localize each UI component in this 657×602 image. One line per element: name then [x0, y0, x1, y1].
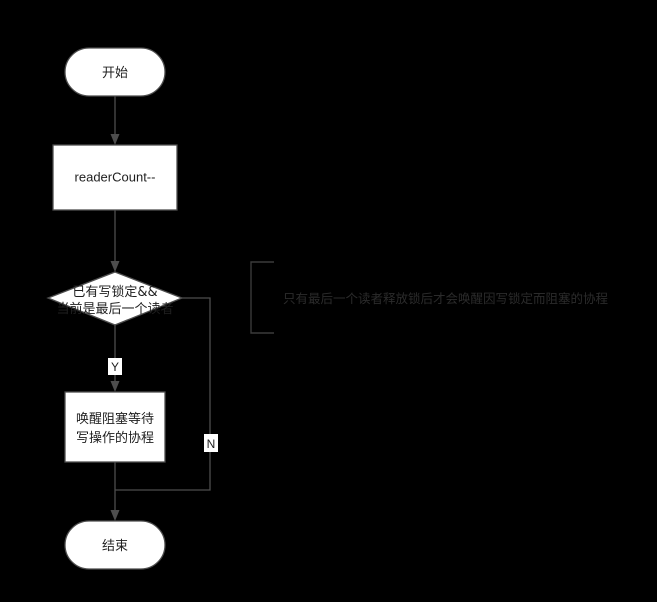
edge-label-yes-text: Y: [111, 360, 119, 374]
node-start-label: 开始: [102, 66, 128, 81]
node-wake[interactable]: 唤醒阻塞等待 写操作的协程: [64, 391, 166, 463]
node-start[interactable]: 开始: [64, 47, 166, 97]
node-wake-label-line2: 写操作的协程: [76, 430, 154, 446]
node-decision[interactable]: 已有写锁定&& 当前是最后一个读者: [46, 271, 184, 326]
node-decrement[interactable]: readerCount--: [52, 144, 178, 211]
edge-label-no: N: [204, 434, 218, 452]
edge-label-no-text: N: [207, 437, 216, 451]
node-end-label: 结束: [102, 539, 128, 554]
node-decrement-label: readerCount--: [75, 169, 156, 184]
node-decision-label-line2: 当前是最后一个读者: [56, 301, 173, 317]
edge-decrement-to-decision: [110, 210, 120, 272]
node-end[interactable]: 结束: [64, 520, 166, 570]
node-wake-label-line1: 唤醒阻塞等待: [76, 411, 154, 427]
annotation-text: 只有最后一个读者释放锁后才会唤醒因写锁定而阻塞的协程: [283, 291, 609, 306]
annotation-group: 只有最后一个读者释放锁后才会唤醒因写锁定而阻塞的协程: [250, 261, 609, 334]
left-square-bracket-icon: [250, 261, 274, 334]
node-decision-label-line1: 已有写锁定&&: [72, 284, 157, 300]
edge-decision-to-end-no: [115, 297, 211, 491]
edge-label-yes: Y: [108, 358, 122, 375]
edge-wake-to-end: [110, 462, 120, 521]
edge-start-to-decrement: [110, 96, 120, 145]
